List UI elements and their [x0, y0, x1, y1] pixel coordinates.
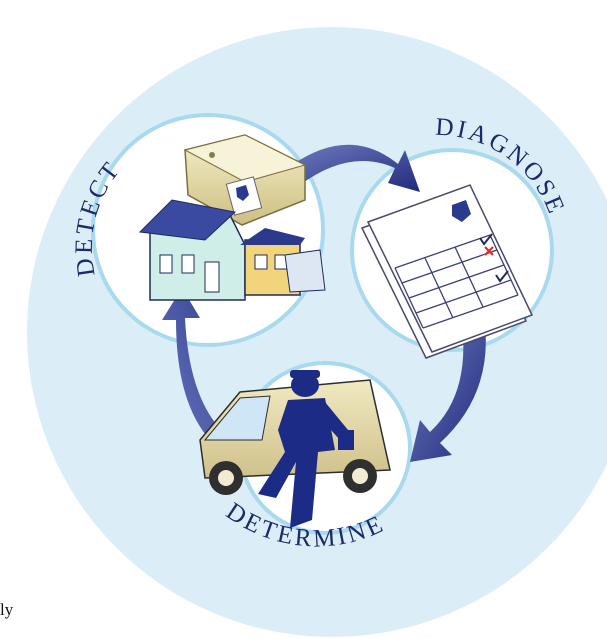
technician-figure	[258, 370, 354, 528]
report-document	[360, 184, 534, 359]
corner-text-fragment: ly	[0, 600, 14, 619]
arrow-diagnose-to-determine	[410, 325, 486, 462]
arrow-detect-to-diagnose	[292, 144, 420, 192]
arrow-determine-to-detect	[162, 288, 245, 462]
sensor-device	[183, 134, 307, 226]
houses-illustration	[138, 199, 326, 301]
